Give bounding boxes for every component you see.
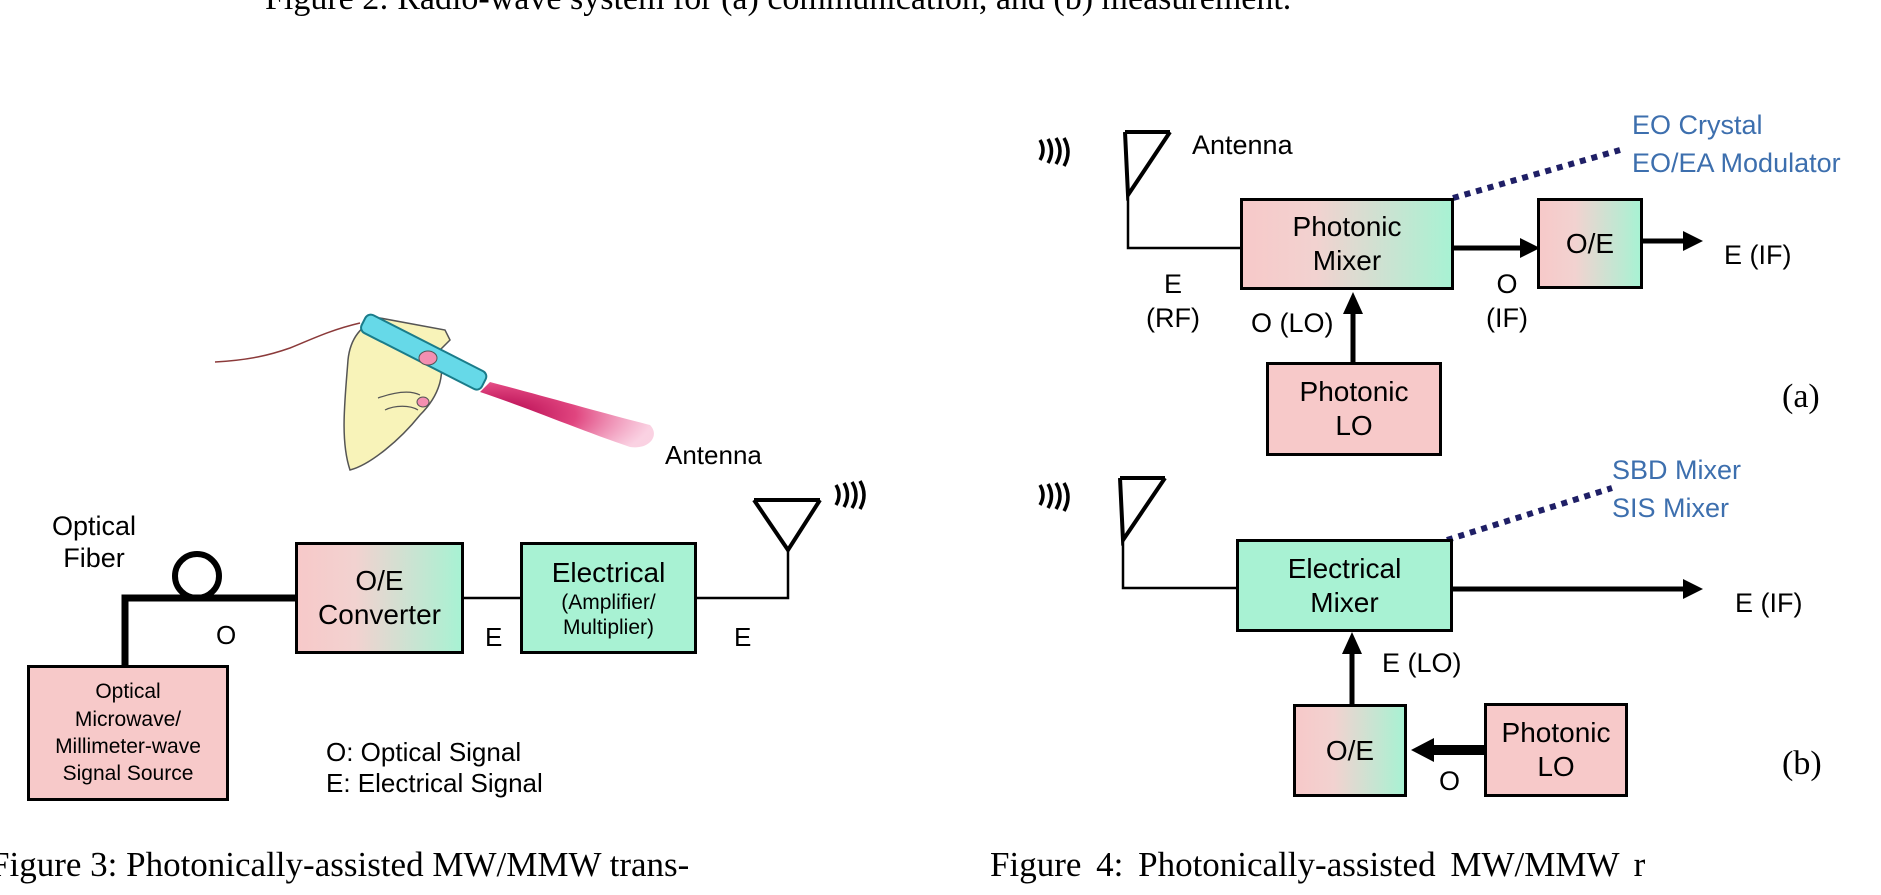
o-label-b: O xyxy=(1439,766,1461,796)
photonic-lo-box-a: Photonic LO xyxy=(1266,362,1442,456)
signal-e-label-1: E xyxy=(485,622,503,652)
signal-o-label: O xyxy=(216,620,237,650)
antenna-icon xyxy=(1123,130,1172,202)
arrow-oe-to-output xyxy=(1642,231,1703,251)
antenna-to-electrical-mixer-line xyxy=(1121,538,1237,590)
fig3-antenna-label: Antenna xyxy=(665,440,762,470)
electrical-box-sub-2: Multiplier) xyxy=(562,615,654,639)
figure-4-caption: Figure 4: Photonically-assisted MW/MMW r xyxy=(990,845,1646,884)
e-lo-label: E (LO) xyxy=(1382,648,1462,678)
source-line-4: Signal Source xyxy=(62,762,194,786)
radio-waves-icon xyxy=(834,480,866,510)
electrical-box-title: Electrical xyxy=(551,557,666,589)
arrow-lo-to-oe xyxy=(1411,738,1485,762)
oe-converter-line-1: O/E xyxy=(355,565,404,597)
note-eo-crystal: EO Crystal xyxy=(1632,110,1763,140)
antenna-to-mixer-line xyxy=(1126,190,1240,250)
signal-source-box: Optical Microwave/ Millimeter-wave Signa… xyxy=(27,665,229,801)
source-line-3: Millimeter-wave xyxy=(55,735,201,758)
note-sbd-mixer: SBD Mixer xyxy=(1612,455,1742,485)
note-eo-ea-modulator: EO/EA Modulator xyxy=(1632,148,1841,178)
photonic-lo-box-b: Photonic LO xyxy=(1484,703,1628,797)
electrical-amplifier-box: Electrical (Amplifier/ Multiplier) xyxy=(520,542,697,654)
fiber-label-line-2: Fiber xyxy=(63,543,125,574)
figure-2-caption: Figure 2: Radio-wave system for (a) comm… xyxy=(265,0,1291,18)
electrical-box-sub-1: (Amplifier/ xyxy=(561,590,656,614)
o-if-line-1: O xyxy=(1496,269,1518,299)
oe-a-label: O/E xyxy=(1565,227,1615,259)
fiber-label-line-1: Optical xyxy=(52,511,137,541)
antenna-icon xyxy=(752,498,822,554)
arrow-oe-to-mixer xyxy=(1342,632,1362,705)
photonic-lo-b-line-1: Photonic xyxy=(1501,717,1611,749)
source-line-2: Microwave/ xyxy=(74,707,182,731)
photonic-lo-a-line-1: Photonic xyxy=(1299,376,1409,408)
arrow-mixer-to-output xyxy=(1452,579,1703,599)
arrow-mixer-to-oe xyxy=(1453,238,1540,258)
oe-box-a: O/E xyxy=(1537,198,1643,289)
fig4-antenna-label: Antenna xyxy=(1192,130,1293,160)
arrow-lo-to-mixer xyxy=(1343,292,1363,362)
note-sis-mixer: SIS Mixer xyxy=(1612,493,1730,523)
figure-3-caption: Figure 3: Photonically-assisted MW/MMW t… xyxy=(0,845,690,884)
electrical-to-antenna-line xyxy=(696,550,790,600)
electrical-mixer-box: Electrical Mixer xyxy=(1236,539,1453,632)
electrical-mixer-line-2: Mixer xyxy=(1310,586,1379,618)
o-if-label: O (IF) xyxy=(1486,268,1528,336)
radio-waves-icon xyxy=(1038,137,1070,167)
photonic-mixer-line-2: Mixer xyxy=(1312,245,1382,276)
note-pointer-b xyxy=(1446,485,1613,543)
e-if-label-b: E (IF) xyxy=(1735,588,1803,618)
photonic-lo-b-line-2: LO xyxy=(1537,751,1575,782)
electrical-mixer-line-1: Electrical xyxy=(1287,552,1402,584)
hand-with-pen-illustration xyxy=(214,313,654,471)
e-rf-label: E (RF) xyxy=(1146,268,1200,336)
radio-waves-icon xyxy=(1038,482,1070,512)
photonic-mixer-box: Photonic Mixer xyxy=(1240,198,1454,290)
antenna-icon xyxy=(1118,476,1167,547)
legend-optical: O: Optical Signal xyxy=(326,737,522,767)
oe-box-b: O/E xyxy=(1293,704,1407,797)
oe-converter-box: O/E Converter xyxy=(295,542,464,654)
e-if-label-a: E (IF) xyxy=(1724,240,1792,270)
e-rf-line-2: (RF) xyxy=(1146,302,1200,333)
signal-e-label-2: E xyxy=(734,622,752,652)
o-lo-label: O (LO) xyxy=(1251,308,1334,338)
legend-electrical: E: Electrical Signal xyxy=(326,768,543,798)
source-line-1: Optical xyxy=(95,680,161,704)
subfigure-label-b: (b) xyxy=(1782,745,1822,782)
note-pointer-a xyxy=(1452,147,1621,201)
fiber-label: Optical Fiber xyxy=(52,510,136,575)
o-if-line-2: (IF) xyxy=(1486,302,1528,333)
photonic-lo-a-line-2: LO xyxy=(1335,410,1373,441)
oe-converter-line-2: Converter xyxy=(318,599,441,630)
photonic-mixer-line-1: Photonic xyxy=(1292,211,1402,243)
e-rf-line-1: E xyxy=(1163,269,1182,299)
optical-fiber-line xyxy=(121,551,297,665)
oe-b-label: O/E xyxy=(1325,734,1375,766)
laser-beam xyxy=(480,382,654,448)
subfigure-label-a: (a) xyxy=(1782,378,1820,415)
